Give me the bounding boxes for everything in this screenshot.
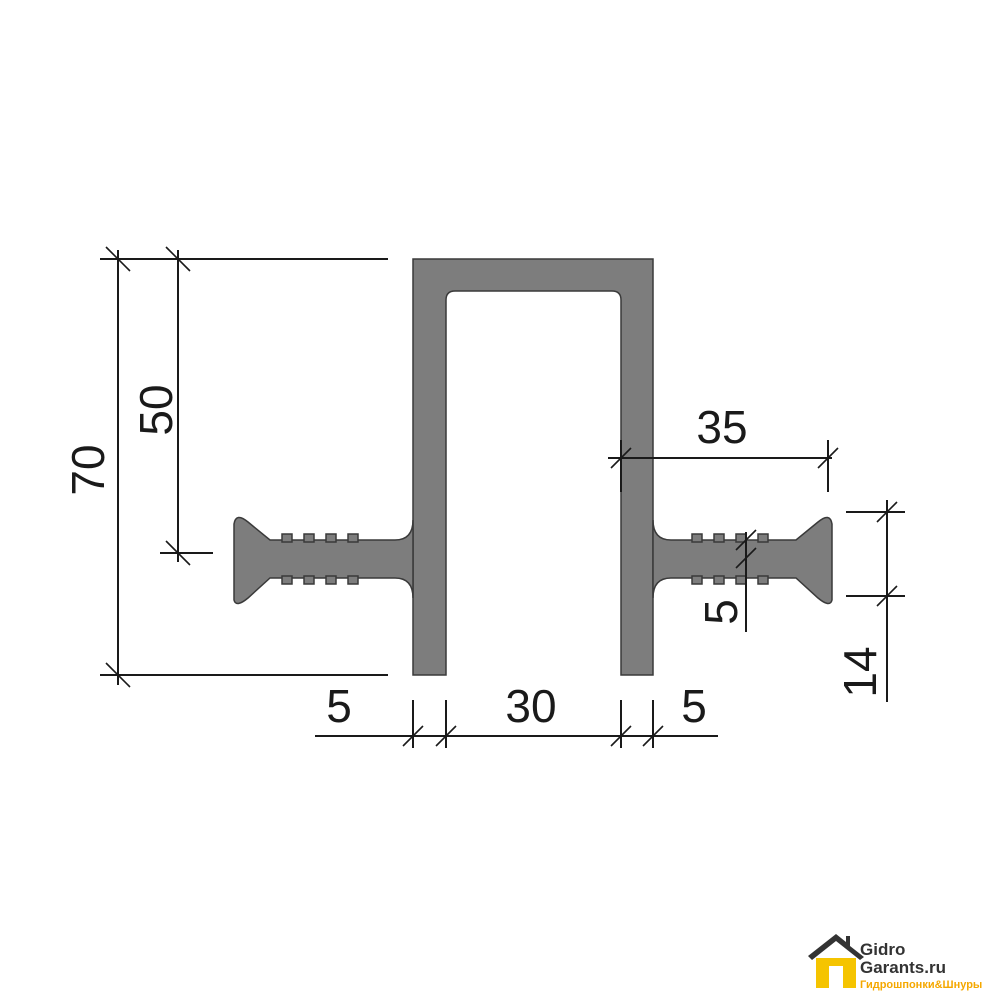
dimension-label-left-wall: 5 — [326, 680, 352, 732]
logo-tagline: Гидрошпонки&Шнуры — [860, 979, 982, 991]
right-flange-ribs — [691, 533, 769, 585]
dimension-flange-height: 14 — [834, 500, 905, 702]
dimension-label-flange-thickness: 5 — [695, 599, 747, 625]
u-channel — [412, 258, 654, 676]
dimension-label-50: 50 — [130, 384, 182, 435]
dimension-height-upper: 50 — [130, 246, 213, 566]
dimension-label-35: 35 — [696, 401, 747, 453]
dimension-height-total: 70 — [62, 246, 388, 688]
left-flange-body — [233, 516, 414, 605]
dimension-label-right-wall: 5 — [681, 680, 707, 732]
brand-logo: Gidro Garants.ru Гидрошпонки&Шнуры — [808, 934, 982, 991]
profile-body — [412, 258, 654, 676]
left-flange-ribs — [281, 533, 359, 585]
dimension-label-70: 70 — [62, 444, 114, 495]
dimension-widths-bottom: 5 30 5 — [315, 680, 718, 748]
dimension-label-inner-width: 30 — [505, 680, 556, 732]
logo-line-1: Gidro — [860, 940, 905, 959]
house-icon — [808, 934, 864, 988]
dimension-flange-thickness: 5 — [695, 529, 757, 632]
left-flange — [233, 516, 414, 605]
dimension-flange-length: 35 — [608, 401, 839, 492]
logo-line-2: Garants.ru — [860, 958, 946, 977]
dimension-label-14: 14 — [834, 646, 886, 697]
